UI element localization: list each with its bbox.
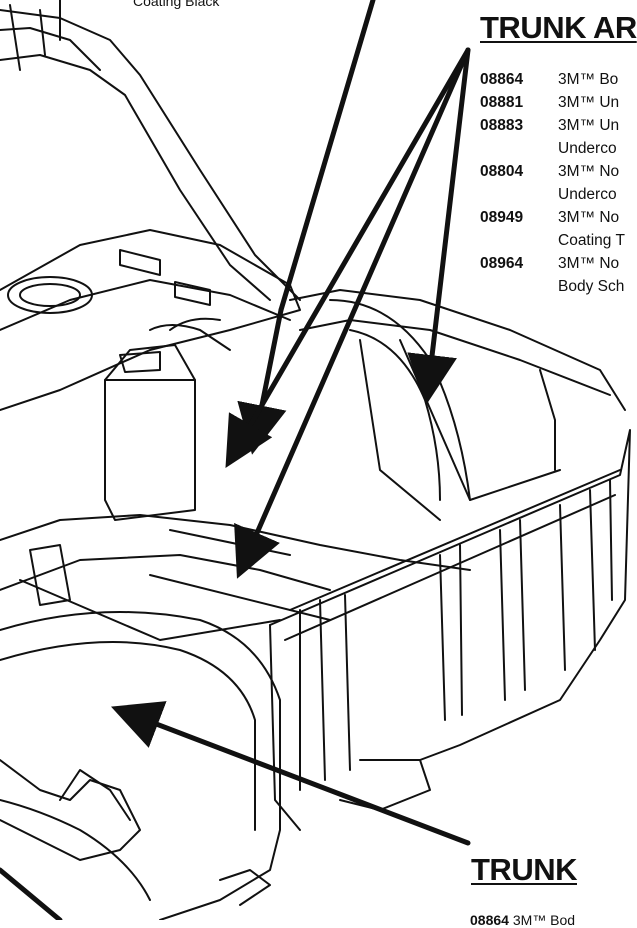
bottom-caption-code: 08864	[470, 912, 509, 928]
product-item: 08881 3M™ Un	[480, 91, 637, 114]
arrow-trunk	[110, 701, 471, 846]
product-desc: 3M™ No	[558, 209, 620, 226]
product-desc-line2: Body Sch	[558, 278, 625, 295]
trunk-area-heading: TRUNK AR	[480, 10, 637, 45]
product-item: 08864 3M™ Bo	[480, 68, 637, 91]
product-code: 08804	[480, 163, 524, 180]
product-desc-line2: Underco	[558, 140, 617, 157]
arrow-top-caption	[278, 0, 376, 313]
bottom-caption-text: 3M™ Bod	[512, 912, 576, 928]
product-item: 08964 3M™ No Body Sch	[480, 252, 637, 298]
bottom-caption: 08864 3M™ Bod	[470, 912, 575, 928]
top-caption: Coating Black	[133, 0, 220, 9]
product-desc: 3M™ Bo	[558, 71, 619, 88]
product-code: 08883	[480, 117, 524, 134]
product-desc-line2: Underco	[558, 186, 617, 203]
callout-arrows	[0, 0, 471, 920]
arrow-tub-floor	[234, 47, 471, 579]
arrow-tub-left	[225, 47, 471, 468]
product-desc: 3M™ No	[558, 163, 620, 180]
product-desc: 3M™ Un	[558, 94, 620, 111]
product-item: 08804 3M™ No Underco	[480, 160, 637, 206]
trunk-heading: TRUNK	[471, 852, 578, 887]
product-desc: 3M™ Un	[558, 117, 620, 134]
product-list: 08864 3M™ Bo 08881 3M™ Un 08883 3M™ Un U…	[480, 68, 637, 298]
product-desc-line2: Coating T	[558, 232, 625, 249]
product-desc: 3M™ No	[558, 255, 620, 272]
product-code: 08864	[480, 71, 524, 88]
arrow-bottom-left	[0, 867, 63, 920]
arrow-wheelhouse	[407, 47, 471, 405]
product-code: 08964	[480, 255, 524, 272]
product-item: 08949 3M™ No Coating T	[480, 206, 637, 252]
product-code: 08881	[480, 94, 524, 111]
product-item: 08883 3M™ Un Underco	[480, 114, 637, 160]
product-code: 08949	[480, 209, 524, 226]
